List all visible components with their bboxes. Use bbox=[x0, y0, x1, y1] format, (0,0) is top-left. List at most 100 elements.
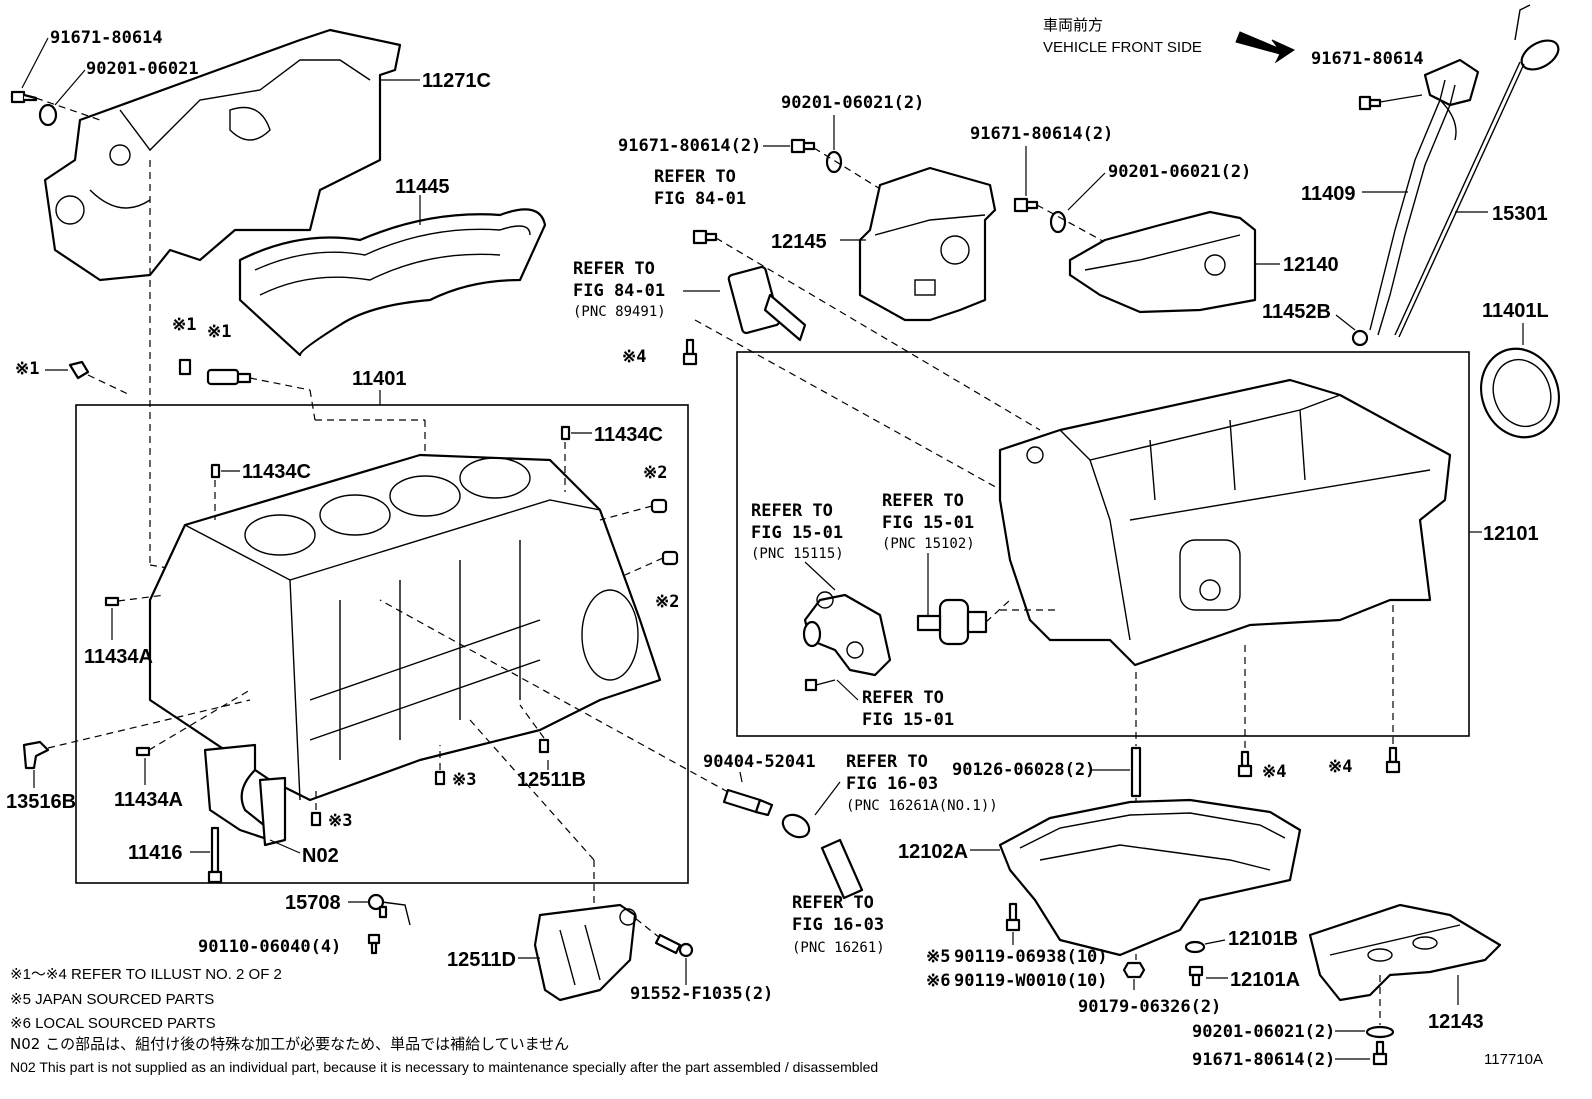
label-90201-06021-tl: 90201-06021 bbox=[86, 59, 199, 79]
label-90110-06040: 90110-06040(4) bbox=[198, 937, 341, 957]
part-12140-drawing bbox=[1068, 210, 1257, 314]
dowel-11434c-b-icon bbox=[560, 425, 571, 441]
part-11271c-drawing bbox=[43, 28, 402, 282]
label-11445: 11445 bbox=[395, 176, 450, 198]
label-91552-f1035: 91552-F1035(2) bbox=[630, 984, 773, 1004]
mark-4-a: ※4 bbox=[622, 347, 646, 367]
dowel-11434c-a-icon bbox=[210, 463, 221, 479]
sensor-89491-icon bbox=[727, 265, 807, 342]
mark-6: ※6 bbox=[926, 971, 950, 991]
label-11409: 11409 bbox=[1301, 183, 1356, 205]
bolt-top-left-icon bbox=[10, 90, 38, 104]
label-11416: 11416 bbox=[128, 842, 183, 864]
bolt-91552-f1035-icon bbox=[654, 933, 694, 958]
mark-1-b: ※1 bbox=[207, 322, 231, 342]
label-12101a: 12101A bbox=[1230, 969, 1300, 991]
label-n02: N02 bbox=[302, 845, 339, 867]
bolt-mark4-c-icon bbox=[1385, 746, 1401, 774]
mark-2-b: ※2 bbox=[655, 592, 679, 612]
vehicle-front-jp: 車両前方 bbox=[1043, 17, 1103, 34]
mark-3-a: ※3 bbox=[452, 770, 476, 790]
note-2: ※5 JAPAN SOURCED PARTS bbox=[10, 991, 214, 1008]
dowel-mark2-a-icon bbox=[650, 498, 668, 514]
ref-fig-16-03-a: FIG 16-03 bbox=[846, 774, 938, 794]
ref-pnc-15102: (PNC 15102) bbox=[882, 536, 975, 552]
bolt-91671-r-icon bbox=[1013, 197, 1039, 213]
ref-pnc-15115: (PNC 15115) bbox=[751, 546, 844, 562]
part-12145-drawing bbox=[858, 166, 997, 322]
label-90126-06028: 90126-06028(2) bbox=[952, 760, 1095, 780]
ref-fig-84-01-a: FIG 84-01 bbox=[654, 189, 746, 209]
mark-3-b: ※3 bbox=[328, 811, 352, 831]
label-90201-06021-2-mid: 90201-06021(2) bbox=[781, 93, 924, 113]
ref-fig-15-01-b: FIG 15-01 bbox=[882, 513, 974, 533]
label-11434c-b: 11434C bbox=[594, 424, 663, 446]
note-1: ※1～※4 REFER TO ILLUST NO. 2 OF 2 bbox=[10, 966, 282, 983]
part-15301-dipstick-drawing bbox=[1394, 4, 1560, 338]
mark-1-a: ※1 bbox=[172, 315, 196, 335]
crankcase-assembly-frame bbox=[736, 351, 1470, 737]
washer-top-left-icon bbox=[38, 103, 58, 127]
label-12102a: 12102A bbox=[898, 841, 968, 863]
part-hose-clamp-icon bbox=[781, 813, 811, 839]
part-12102a-oil-pan-drawing bbox=[998, 798, 1302, 957]
dowel-11434a-a-icon bbox=[104, 596, 120, 607]
part-11401l-oil-seal-drawing bbox=[1480, 347, 1560, 439]
ref-refer-to-15-b: REFER TO bbox=[882, 491, 964, 511]
part-oil-pump-15115-drawing bbox=[802, 591, 892, 677]
ref-fig-15-01-c: FIG 15-01 bbox=[862, 710, 954, 730]
gasket-12101b-icon bbox=[1184, 940, 1206, 954]
part-hose-icon bbox=[820, 838, 864, 900]
part-13516b-drawing bbox=[22, 740, 50, 770]
mark-4-b: ※4 bbox=[1262, 762, 1286, 782]
label-12101: 12101 bbox=[1483, 523, 1539, 545]
nut-90179-06326-icon bbox=[1122, 961, 1146, 979]
dowel-mark2-b-icon bbox=[661, 550, 679, 566]
vehicle-front-arrow-icon bbox=[1235, 31, 1296, 64]
oring-11452b-icon bbox=[1351, 329, 1369, 347]
sensor-small-icon bbox=[178, 358, 252, 386]
mark-2-a: ※2 bbox=[643, 463, 667, 483]
stud-90126-06028-icon bbox=[1130, 746, 1142, 798]
label-12143: 12143 bbox=[1428, 1011, 1484, 1033]
mark-4-c: ※4 bbox=[1328, 757, 1352, 777]
bolt-91671-mid-icon bbox=[790, 138, 816, 154]
mark-1-c: ※1 bbox=[15, 359, 39, 379]
bolt-mark4-a-icon bbox=[682, 338, 698, 366]
label-90179-06326: 90179-06326(2) bbox=[1078, 997, 1221, 1017]
mark-5: ※5 bbox=[926, 947, 950, 967]
ref-pnc-16261a: (PNC 16261A(NO.1)) bbox=[846, 798, 998, 814]
label-15301: 15301 bbox=[1492, 203, 1548, 225]
ref-refer-to-15-a: REFER TO bbox=[751, 501, 833, 521]
ref-fig-84-01-b: FIG 84-01 bbox=[573, 281, 665, 301]
part-12511d-bracket-drawing bbox=[533, 903, 637, 1002]
ref-refer-to-15-c: REFER TO bbox=[862, 688, 944, 708]
label-11401l: 11401L bbox=[1482, 300, 1549, 322]
part-11445-gasket-drawing bbox=[238, 208, 547, 357]
bolt-refer84-icon bbox=[692, 229, 718, 245]
label-12511d: 12511D bbox=[447, 949, 516, 971]
label-91671-80614-2-r: 91671-80614(2) bbox=[970, 124, 1113, 144]
part-12143-baffle-drawing bbox=[1308, 903, 1502, 1002]
washer-mid-icon bbox=[825, 150, 843, 174]
part-15708-drawing bbox=[367, 893, 411, 926]
bolt-mark4-b-icon bbox=[1237, 750, 1253, 778]
part-12101-crankcase-drawing bbox=[998, 378, 1452, 667]
washer-r-icon bbox=[1049, 210, 1067, 234]
ref-fig-15-01-a: FIG 15-01 bbox=[751, 523, 843, 543]
label-90201-06021-2-r: 90201-06021(2) bbox=[1108, 162, 1251, 182]
dowel-mark3-b-icon bbox=[310, 811, 322, 827]
bolt-br-icon bbox=[1372, 1040, 1388, 1066]
part-11401-cylinder-block-drawing bbox=[148, 453, 662, 802]
plug-12101a-icon bbox=[1188, 965, 1204, 987]
label-13516b: 13516B bbox=[6, 791, 76, 813]
label-90119-w0010: 90119-W0010(10) bbox=[954, 971, 1108, 991]
note-4: N02 この部品は、組付け後の特殊な加工が必要なため、単品では補給していません bbox=[10, 1035, 569, 1053]
ref-pnc-89491: (PNC 89491) bbox=[573, 304, 666, 320]
label-90119-06938: 90119-06938(10) bbox=[954, 947, 1108, 967]
label-91671-80614-tl: 91671-80614 bbox=[50, 28, 163, 48]
dowel-12511b-icon bbox=[538, 738, 550, 754]
bolt-90110-06040-icon bbox=[367, 933, 381, 955]
ref-refer-to-84-b: REFER TO bbox=[573, 259, 655, 279]
